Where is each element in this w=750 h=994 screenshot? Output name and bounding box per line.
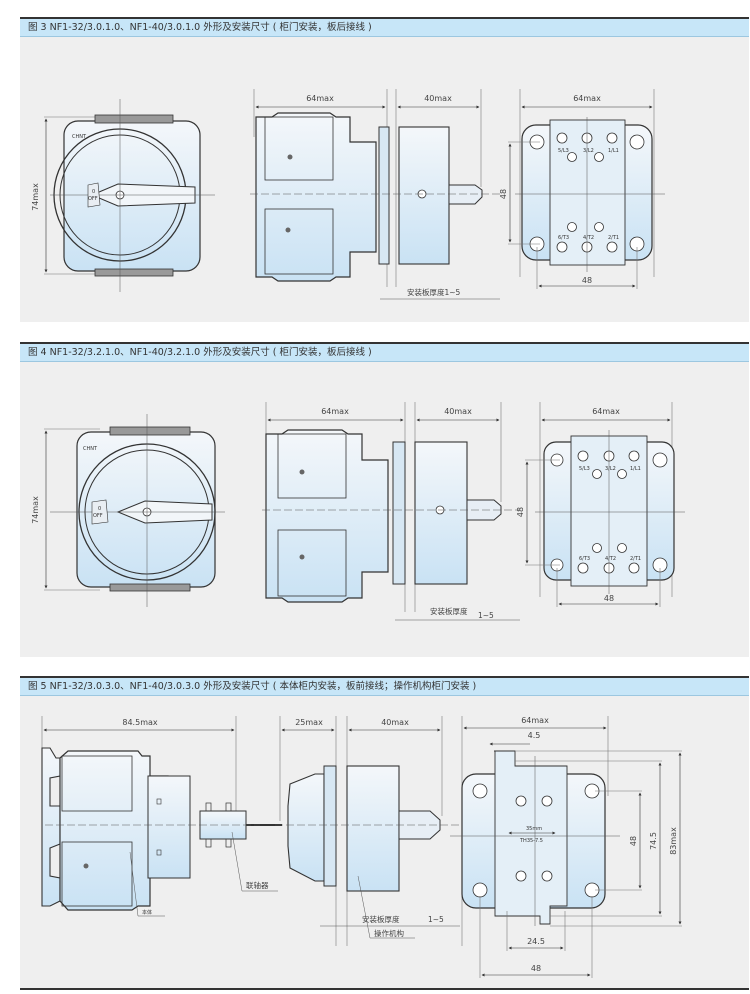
terminal-label: 5/L3: [558, 148, 569, 154]
switch-body: [255, 112, 377, 282]
position-off-label: OFF: [88, 196, 98, 202]
body-label: 本体: [142, 909, 152, 916]
panel-thickness-label: 安装板厚度: [362, 914, 400, 924]
terminal-label: 4/T2: [583, 235, 594, 241]
figure-4-drawing: 74max CHNT 0 OFF 64max 40max: [31, 402, 685, 621]
figure-3-drawing: 74max CHNT 0 OFF 64max 40max: [31, 89, 665, 300]
mount-v-dim-label: 48: [629, 836, 638, 846]
rear-view: 64max 5/L3 3/L2 1/L1 6/T3 4/T2 2/T1 48: [516, 402, 685, 607]
height-dim-label: 74max: [31, 496, 40, 524]
coupling-label: 联轴器: [246, 880, 269, 890]
operating-mechanism: [346, 765, 400, 892]
terminal-label: 3/L2: [605, 466, 616, 472]
slot-dim-label: 4.5: [528, 731, 541, 740]
side-view-mechanism: 25max 40max 安装板厚度 1~5 操作机构: [275, 716, 460, 946]
terminal-label: 6/T3: [558, 235, 569, 241]
rear-width-dim-label: 64max: [573, 94, 601, 103]
mount-v-dim-label: 48: [499, 189, 508, 199]
panel-thickness-range: 1~5: [428, 915, 444, 924]
rear-view: 64max 5/L3 3/L2 1/L1 6/T3 4/T2 2/T1 48: [499, 89, 665, 289]
position-0-label: 0: [98, 506, 101, 512]
mount-h-dim-label: 48: [582, 276, 592, 285]
front-view: 74max CHNT 0 OFF: [31, 99, 215, 292]
brand-logo: CHNT: [83, 446, 98, 452]
position-off-label: OFF: [93, 513, 103, 519]
terminal-label: 4/T2: [605, 556, 616, 562]
panel-thickness-label: 安装板厚度1~5: [407, 287, 461, 297]
figure-4-caption: 图 4 NF1-32/3.2.1.0、NF1-40/3.2.1.0 外形及安装尺…: [20, 344, 749, 362]
brand-logo: CHNT: [72, 134, 87, 140]
figure-3-panel: 图 3 NF1-32/3.0.1.0、NF1-40/3.0.1.0 外形及安装尺…: [20, 17, 749, 322]
terminal-label: 1/L1: [630, 466, 641, 472]
terminal-label: 1/L1: [608, 148, 619, 154]
side-view: 64max 40max 安装板厚度 1~5: [262, 402, 520, 621]
rail-type-label: TH35-7.5: [519, 838, 543, 844]
handle-dim-label: 40max: [424, 94, 452, 103]
height-dim-label: 74max: [31, 183, 40, 211]
mount-v-dim-label: 48: [516, 507, 525, 517]
panel-thickness-range: 1~5: [478, 611, 494, 620]
terminal-label: 2/T1: [608, 235, 619, 241]
figure-3-caption: 图 3 NF1-32/3.0.1.0、NF1-40/3.0.1.0 外形及安装尺…: [20, 19, 749, 37]
rear-width-dim-label: 64max: [521, 716, 549, 725]
rear-view: 64max 4.5 35mm TH35-7.5 48 74.5: [450, 716, 682, 978]
rail-dim-label: 24.5: [527, 937, 545, 946]
terminal-label: 6/T3: [579, 556, 590, 562]
terminal-label: 5/L3: [579, 466, 590, 472]
body-dim-label: 84.5max: [122, 718, 158, 727]
figure-5-caption: 图 5 NF1-32/3.0.3.0、NF1-40/3.0.3.0 外形及安装尺…: [20, 678, 749, 696]
rear-width-dim-label: 64max: [592, 407, 620, 416]
figure-5-drawing: 84.5max 本体 联轴器: [41, 716, 682, 978]
handle-dim-label: 40max: [381, 718, 409, 727]
mount-h-dim-label: 48: [531, 964, 541, 973]
height-mid-dim-label: 74.5: [649, 832, 658, 850]
height-max-dim-label: 83max: [669, 827, 678, 855]
side-view: 64max 40max 安装板厚度1~5: [250, 89, 500, 300]
body-dim-label: 64max: [321, 407, 349, 416]
rail-width-label: 35mm: [526, 826, 542, 832]
mechanism-label: 操作机构: [374, 928, 404, 938]
front-view: 74max CHNT 0 OFF: [31, 414, 225, 607]
body-dim-label: 64max: [306, 94, 334, 103]
shaft-dim-label: 25max: [295, 718, 323, 727]
figure-4-panel: 图 4 NF1-32/3.2.1.0、NF1-40/3.2.1.0 外形及安装尺…: [20, 342, 749, 657]
handle-dim-label: 40max: [444, 407, 472, 416]
mount-h-dim-label: 48: [604, 594, 614, 603]
switch-body: [265, 429, 389, 603]
terminal-label: 3/L2: [583, 148, 594, 154]
figure-5-panel: 图 5 NF1-32/3.0.3.0、NF1-40/3.0.3.0 外形及安装尺…: [20, 676, 749, 990]
side-view-body: 84.5max 本体 联轴器: [41, 716, 282, 917]
terminal-label: 2/T1: [630, 556, 641, 562]
position-0-label: 0: [92, 189, 95, 195]
panel-thickness-label: 安装板厚度: [430, 606, 468, 616]
